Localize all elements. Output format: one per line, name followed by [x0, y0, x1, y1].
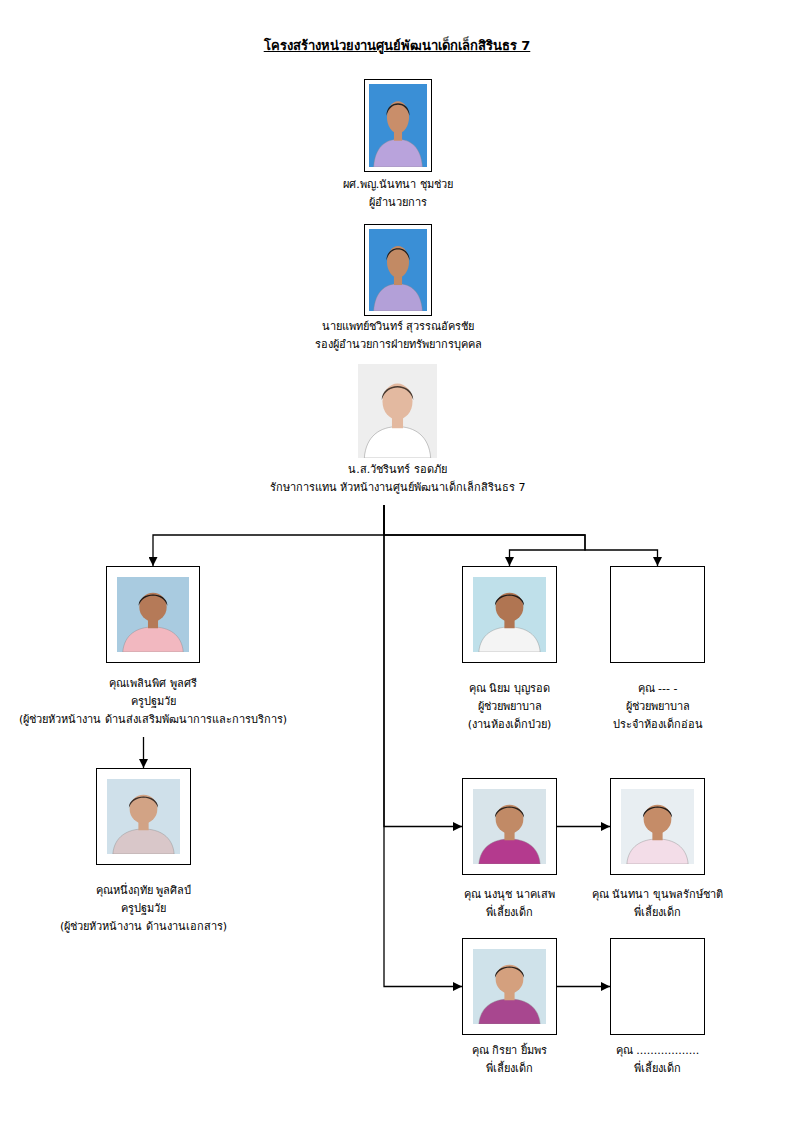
photo-box: คุณหนึ่งฤทัย พูลศิลป์ครูปฐมวัย(ผู้ช่วยหั…	[96, 768, 191, 865]
person-name: คุณ นันทนา ขุนพลรักษ์ชาติ	[568, 886, 748, 904]
chart-title: โครงสร้างหน่วยงานศูนย์พัฒนาเด็กเล็กสิริน…	[97, 37, 697, 55]
caption-block: นายแพทย์ชวินทร์ สุวรรณอัครชัยรองผู้อำนวย…	[248, 318, 548, 354]
photo-box: คุณ นงนุช นาคเสพพี่เลี้ยงเด็ก	[462, 778, 557, 875]
photo-box: คุณ --- -ผู้ช่วยพยาบาลประจำห้องเด็กอ่อน	[610, 566, 705, 663]
position-text: ผู้อำนวยการ	[268, 194, 528, 212]
caption-block: คุณ กิรยา ยิ้มพรพี่เลี้ยงเด็ก	[445, 1042, 575, 1078]
caption-block: คุณ --- -ผู้ช่วยพยาบาลประจำห้องเด็กอ่อน	[573, 680, 743, 734]
photo-box: ผศ.พญ.นันทนา ชุมช่วยผู้อำนวยการ	[364, 79, 432, 172]
position-text: รักษาการแทน หัวหน้างานศูนย์พัฒนาเด็กเล็ก…	[233, 479, 563, 497]
photo-box: คุณ กิรยา ยิ้มพรพี่เลี้ยงเด็ก	[462, 938, 557, 1035]
person-photo	[473, 789, 546, 864]
person-name: นายแพทย์ชวินทร์ สุวรรณอัครชัย	[248, 318, 548, 336]
position-text: พี่เลี้ยงเด็ก	[573, 1060, 743, 1078]
connector-arrow	[384, 505, 462, 827]
caption-block: คุณ ..................พี่เลี้ยงเด็ก	[573, 1042, 743, 1078]
caption-block: คุณ นันทนา ขุนพลรักษ์ชาติพี่เลี้ยงเด็ก	[568, 886, 748, 922]
photo-box: คุณ นิยม บุญรอดผู้ช่วยพยาบาล(งานห้องเด็ก…	[462, 566, 557, 663]
photo-box: คุณ นันทนา ขุนพลรักษ์ชาติพี่เลี้ยงเด็ก	[610, 778, 705, 875]
person-name: คุณ --- -	[573, 680, 743, 698]
position-text: (งานห้องเด็กป่วย)	[445, 716, 575, 734]
position-text: (ผู้ช่วยหัวหน้างาน ด้านส่งเสริมพัฒนาการแ…	[8, 711, 298, 729]
photo-box: คุณ ..................พี่เลี้ยงเด็ก	[610, 938, 705, 1035]
caption-block: คุณเพลินพิศ พูลศรีครูปฐมวัย(ผู้ช่วยหัวหน…	[8, 675, 298, 729]
connector-arrow	[153, 505, 384, 566]
person-photo	[369, 229, 427, 311]
position-text: ครูปฐมวัย	[8, 693, 298, 711]
person-photo	[369, 84, 427, 167]
photo-box: นายแพทย์ชวินทร์ สุวรรณอัครชัยรองผู้อำนวย…	[364, 224, 432, 316]
person-name: คุณ นิยม บุญรอด	[445, 680, 575, 698]
caption-block: ผศ.พญ.นันทนา ชุมช่วยผู้อำนวยการ	[268, 176, 528, 212]
person-photo	[117, 577, 189, 652]
position-text: ผู้ช่วยพยาบาล	[573, 698, 743, 716]
person-photo	[473, 577, 546, 652]
photo-box: คุณเพลินพิศ พูลศรีครูปฐมวัย(ผู้ช่วยหัวหน…	[106, 566, 200, 663]
person-photo	[107, 779, 180, 854]
position-text: ประจำห้องเด็กอ่อน	[573, 716, 743, 734]
position-text: (ผู้ช่วยหัวหน้างาน ด้านงานเอกสาร)	[9, 918, 279, 936]
connector-arrow	[143, 737, 144, 768]
caption-block: คุณ นิยม บุญรอดผู้ช่วยพยาบาล(งานห้องเด็ก…	[445, 680, 575, 734]
person-photo	[621, 789, 694, 864]
position-text: รองผู้อำนวยการฝ่ายทรัพยากรบุคคล	[248, 336, 548, 354]
position-text: พี่เลี้ยงเด็ก	[445, 1060, 575, 1078]
position-text: พี่เลี้ยงเด็ก	[445, 904, 575, 922]
person-name: น.ส.วัชรินทร์ รอดภัย	[233, 461, 563, 479]
connector-arrow	[384, 505, 658, 566]
position-text: ครูปฐมวัย	[9, 900, 279, 918]
connector-arrow	[557, 986, 610, 987]
person-name: คุณหนึ่งฤทัย พูลศิลป์	[9, 882, 279, 900]
person-name: คุณ ..................	[573, 1042, 743, 1060]
caption-block: คุณ นงนุช นาคเสพพี่เลี้ยงเด็ก	[445, 886, 575, 922]
person-name: ผศ.พญ.นันทนา ชุมช่วย	[268, 176, 528, 194]
position-text: พี่เลี้ยงเด็ก	[568, 904, 748, 922]
person-photo	[473, 949, 546, 1024]
person-name: คุณเพลินพิศ พูลศรี	[8, 675, 298, 693]
person-name: คุณ กิรยา ยิ้มพร	[445, 1042, 575, 1060]
caption-block: คุณหนึ่งฤทัย พูลศิลป์ครูปฐมวัย(ผู้ช่วยหั…	[9, 882, 279, 936]
position-text: ผู้ช่วยพยาบาล	[445, 698, 575, 716]
photo-box: น.ส.วัชรินทร์ รอดภัยรักษาการแทน หัวหน้าง…	[358, 364, 437, 458]
person-name: คุณ นงนุช นาคเสพ	[445, 886, 575, 904]
connector-arrow	[384, 505, 462, 987]
person-photo	[358, 364, 437, 458]
connector-arrow	[557, 826, 610, 827]
caption-block: น.ส.วัชรินทร์ รอดภัยรักษาการแทน หัวหน้าง…	[233, 461, 563, 497]
